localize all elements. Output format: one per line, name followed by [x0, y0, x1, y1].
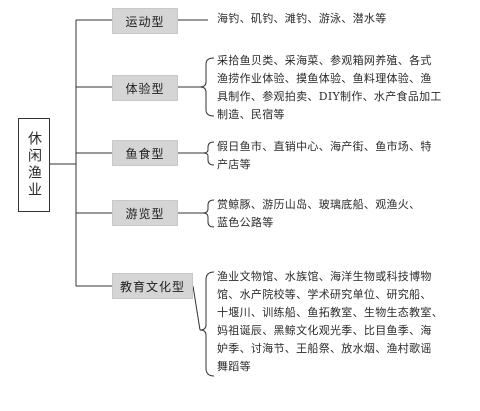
category-fish-food-items: 假日鱼市、直销中心、海产街、鱼市场、特 产店等 — [217, 140, 432, 171]
category-sightseeing: 游览型 — [112, 200, 178, 226]
category-fish-food: 鱼食型 — [112, 140, 178, 166]
brace-4 — [199, 271, 215, 377]
category-sport: 运动型 — [112, 8, 178, 34]
brace-1 — [199, 57, 215, 117]
desc-connector-4 — [192, 285, 201, 331]
brace-3 — [202, 199, 215, 228]
category-education-culture: 教育文化型 — [112, 273, 193, 299]
category-experience: 体验型 — [112, 75, 178, 101]
category-sport-items: 海钓、矶钓、滩钓、游泳、潜水等 — [217, 12, 387, 25]
brace-2 — [202, 141, 215, 166]
category-education-culture-items: 渔业文物馆、水族馆、海洋生物或科技博物 馆、水产院校等、学术研究单位、研究船、 … — [217, 270, 443, 373]
category-experience-items: 采拾鱼贝类、采海菜、参观箱网养殖、各式 渔捞作业体验、摸鱼体验、鱼料理体验、渔 … — [217, 54, 442, 121]
category-sightseeing-items: 赏鲸豚、游历山岛、玻璃底船、观渔火、 蓝色公路等 — [217, 198, 421, 229]
root-node: 休闲渔业 — [18, 118, 50, 212]
